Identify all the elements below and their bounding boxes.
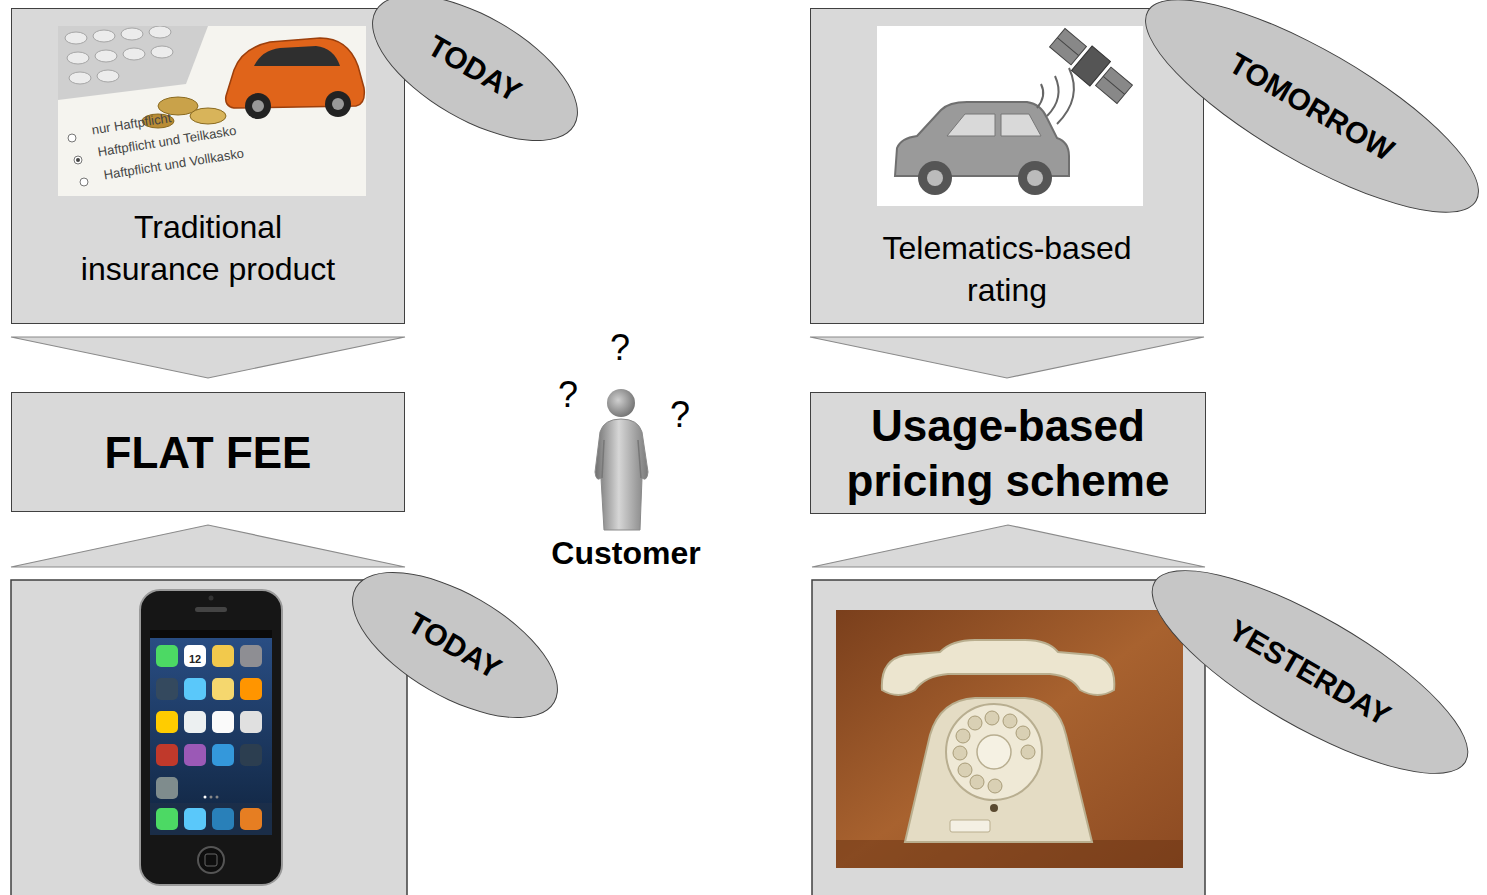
- time-tag-text: TOMORROW: [1222, 43, 1401, 169]
- pricing-box: FLAT FEE: [11, 392, 405, 512]
- box-label: Traditional insurance product: [63, 207, 353, 290]
- box-label: FLAT FEE: [105, 425, 312, 480]
- box-label: Usage-based pricing scheme: [819, 398, 1197, 508]
- calendar-day: 12: [189, 653, 201, 666]
- text-wrap: YESTERDAY: [1222, 610, 1398, 734]
- telematics-illustration: [877, 26, 1143, 206]
- telephone-box: [812, 580, 1205, 895]
- time-tag-text: YESTERDAY: [1222, 610, 1398, 734]
- smartphone-box: [11, 580, 407, 895]
- text-wrap: Telematics-based rating: [811, 221, 1203, 319]
- chevron-connector: [11, 337, 405, 378]
- time-tag-text: TODAY: [401, 603, 509, 688]
- customer-figure: [595, 389, 648, 530]
- text-wrap: TODAY: [421, 26, 529, 111]
- text-wrap: Traditional insurance product: [12, 179, 404, 319]
- text-wrap: FLAT FEE: [105, 425, 312, 480]
- figure-caption: Customer: [551, 535, 700, 572]
- question-mark: ?: [558, 374, 578, 415]
- time-tag-text: TODAY: [421, 26, 529, 111]
- box-label: Telematics-based rating: [862, 228, 1152, 311]
- text-wrap: Usage-based pricing scheme: [819, 398, 1197, 508]
- rotary-telephone-illustration: [836, 610, 1183, 868]
- text-wrap: TODAY: [401, 603, 509, 688]
- question-mark: ?: [610, 327, 630, 368]
- product-box: Telematics-based rating: [810, 8, 1204, 324]
- question-mark: ?: [670, 394, 690, 435]
- smartphone-illustration: [140, 590, 282, 885]
- text-wrap: TOMORROW: [1222, 43, 1401, 169]
- chevron-connector: [810, 337, 1204, 378]
- pricing-box: Usage-based pricing scheme: [810, 392, 1206, 514]
- up-chevron: [812, 525, 1205, 567]
- up-chevron: [11, 525, 405, 567]
